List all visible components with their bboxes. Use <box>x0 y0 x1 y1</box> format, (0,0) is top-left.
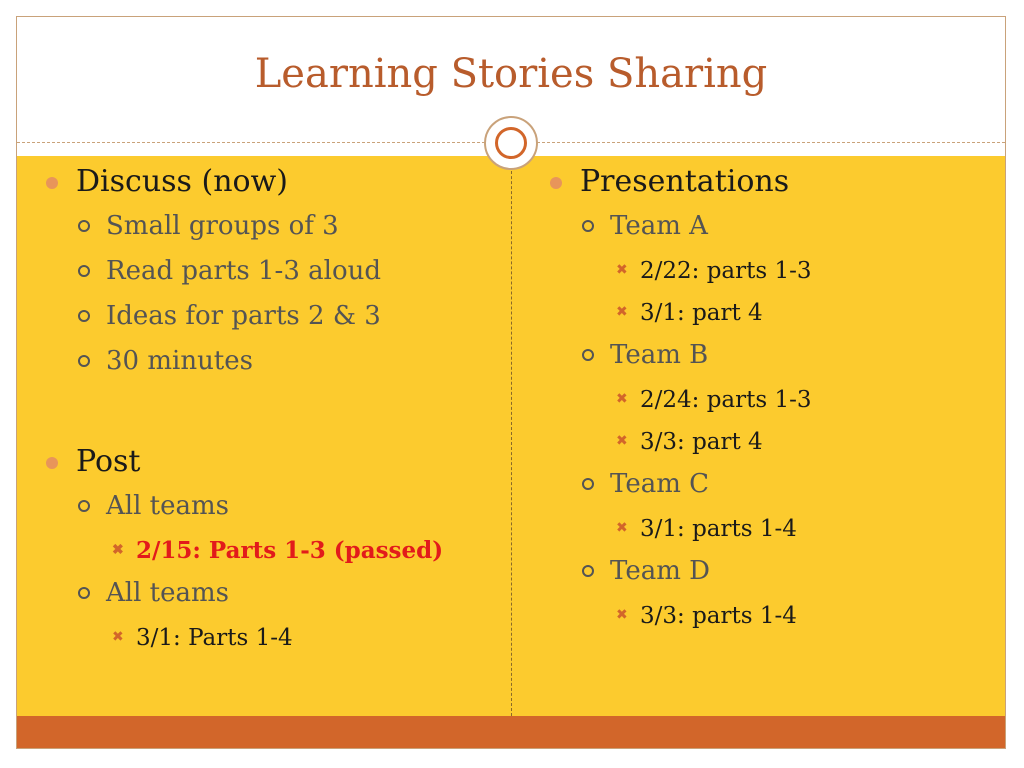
hollow-circle-bullet-icon <box>582 349 594 361</box>
ornament-x-bullet-icon: ✖ <box>112 629 124 645</box>
sub-sub-bullet: ✖ 2/24: parts 1-3 <box>550 380 990 422</box>
ring-ornament-icon <box>484 116 538 170</box>
bullet-presentations: Presentations <box>550 162 990 206</box>
sub-sub-bullet-text: 2/15: Parts 1-3 (passed) <box>136 537 444 564</box>
ring-ornament-inner <box>495 127 527 159</box>
hollow-circle-bullet-icon <box>78 265 90 277</box>
filled-circle-bullet-icon <box>46 457 58 469</box>
team-label: Team C <box>610 469 710 499</box>
filled-circle-bullet-icon <box>550 177 562 189</box>
sub-bullet: All teams <box>46 573 506 618</box>
sub-sub-bullet: ✖ 3/1: part 4 <box>550 293 990 335</box>
sub-bullet: Small groups of 3 <box>46 206 506 251</box>
hollow-circle-bullet-icon <box>78 355 90 367</box>
hollow-circle-bullet-icon <box>78 310 90 322</box>
slide-title: Learning Stories Sharing <box>254 51 768 97</box>
bullet-text: Post <box>76 444 141 479</box>
team-label: Team B <box>610 340 709 370</box>
ornament-x-bullet-icon: ✖ <box>616 391 628 407</box>
column-divider <box>511 156 512 716</box>
sub-bullet: Read parts 1-3 aloud <box>46 251 506 296</box>
sub-bullet: Ideas for parts 2 & 3 <box>46 296 506 341</box>
ornament-x-bullet-icon: ✖ <box>616 433 628 449</box>
sub-bullet: All teams <box>46 486 506 531</box>
filled-circle-bullet-icon <box>46 177 58 189</box>
hollow-circle-bullet-icon <box>582 565 594 577</box>
ornament-x-bullet-icon: ✖ <box>616 520 628 536</box>
hollow-circle-bullet-icon <box>78 220 90 232</box>
ornament-x-bullet-icon: ✖ <box>616 607 628 623</box>
schedule-text: 2/24: parts 1-3 <box>640 387 812 413</box>
sub-bullet-text: All teams <box>106 578 230 608</box>
sub-sub-bullet: ✖ 3/1: parts 1-4 <box>550 509 990 551</box>
sub-bullet-text: Ideas for parts 2 & 3 <box>106 301 381 331</box>
sub-bullet-text: Small groups of 3 <box>106 211 339 241</box>
ornament-x-bullet-icon: ✖ <box>112 542 124 558</box>
sub-bullet-text: All teams <box>106 491 230 521</box>
bullet-text: Presentations <box>580 164 790 199</box>
sub-sub-bullet: ✖ 3/3: parts 1-4 <box>550 596 990 638</box>
sub-sub-bullet: ✖ 3/3: part 4 <box>550 422 990 464</box>
hollow-circle-bullet-icon <box>78 587 90 599</box>
team-label: Team D <box>610 556 710 586</box>
spacer <box>46 386 506 442</box>
left-column: Discuss (now) Small groups of 3 Read par… <box>46 162 506 660</box>
team-b: Team B <box>550 335 990 380</box>
team-label: Team A <box>610 211 708 241</box>
sub-bullet-text: 30 minutes <box>106 346 253 376</box>
sub-sub-bullet: ✖ 2/22: parts 1-3 <box>550 251 990 293</box>
schedule-text: 3/1: parts 1-4 <box>640 516 797 542</box>
sub-sub-bullet-highlight: ✖ 2/15: Parts 1-3 (passed) <box>46 531 506 573</box>
team-c: Team C <box>550 464 990 509</box>
bullet-text: Discuss (now) <box>76 164 288 199</box>
sub-sub-bullet-text: 3/1: Parts 1-4 <box>136 625 293 651</box>
schedule-text: 2/22: parts 1-3 <box>640 258 812 284</box>
right-column: Presentations Team A ✖ 2/22: parts 1-3 ✖… <box>550 162 990 638</box>
sub-bullet: 30 minutes <box>46 341 506 386</box>
hollow-circle-bullet-icon <box>582 478 594 490</box>
sub-bullet-text: Read parts 1-3 aloud <box>106 256 381 286</box>
schedule-text: 3/3: part 4 <box>640 429 763 455</box>
footer-bar <box>17 716 1005 748</box>
bullet-post: Post <box>46 442 506 486</box>
schedule-text: 3/3: parts 1-4 <box>640 603 797 629</box>
sub-sub-bullet: ✖ 3/1: Parts 1-4 <box>46 618 506 660</box>
ornament-x-bullet-icon: ✖ <box>616 304 628 320</box>
hollow-circle-bullet-icon <box>582 220 594 232</box>
team-a: Team A <box>550 206 990 251</box>
bullet-discuss: Discuss (now) <box>46 162 506 206</box>
schedule-text: 3/1: part 4 <box>640 300 763 326</box>
hollow-circle-bullet-icon <box>78 500 90 512</box>
ornament-x-bullet-icon: ✖ <box>616 262 628 278</box>
team-d: Team D <box>550 551 990 596</box>
